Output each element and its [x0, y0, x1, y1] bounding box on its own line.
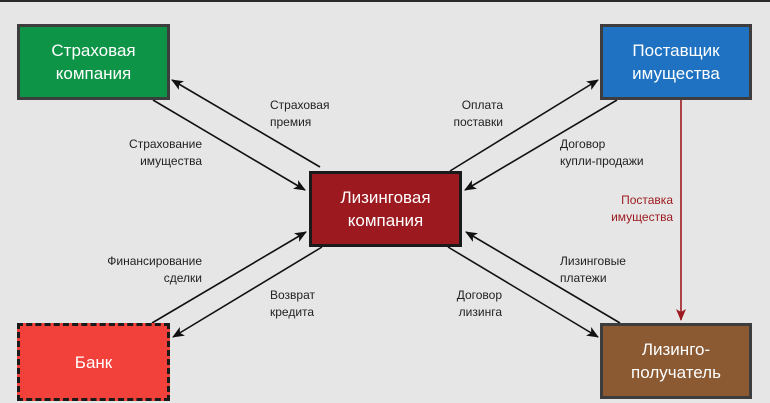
label-line: Поставка — [621, 193, 673, 207]
label-line: Договор — [456, 288, 502, 302]
node-label: компания — [347, 211, 424, 230]
label-line: сделки — [163, 271, 202, 285]
label-line: Оплата — [461, 98, 503, 112]
label-property-insurance: Страхование имущества — [110, 136, 202, 170]
node-label: Поставщик — [632, 41, 720, 60]
arrow-deal-financing — [151, 231, 307, 324]
node-label: Лизинго- — [641, 340, 711, 359]
node-property-supplier: Поставщик имущества — [600, 24, 752, 100]
label-line: платежи — [560, 271, 607, 285]
label-line: лизинга — [458, 305, 502, 319]
label-line: премия — [270, 115, 312, 129]
arrow-supply-payment — [449, 79, 599, 172]
label-line: Страховая — [270, 98, 330, 112]
arrow-leasing-contract — [447, 246, 599, 338]
label-line: Финансирование — [107, 254, 202, 268]
label-line: имущества — [140, 154, 202, 168]
node-label: компания — [55, 64, 132, 83]
label-property-delivery: Поставка имущества — [600, 192, 673, 226]
arrow-leasing-payments — [465, 231, 621, 324]
node-leasing-company: Лизинговая компания — [309, 171, 462, 247]
node-lessee: Лизинго- получатель — [600, 323, 752, 399]
label-deal-financing: Финансирование сделки — [90, 253, 202, 287]
label-line: Лизинговые — [560, 254, 626, 268]
label-line: кредита — [270, 305, 315, 319]
label-leasing-payments: Лизинговые платежи — [560, 253, 626, 287]
node-label: получатель — [631, 363, 721, 382]
label-supply-payment: Оплата поставки — [440, 97, 503, 131]
label-line: Договор — [560, 137, 606, 151]
node-label: Банк — [74, 352, 113, 372]
label-loan-repayment: Возврат кредита — [270, 287, 315, 321]
arrow-sale-contract — [464, 99, 618, 191]
label-line: Страхование — [129, 137, 202, 151]
label-sale-contract: Договор купли-продажи — [560, 136, 644, 170]
node-label: Страховая — [51, 41, 136, 60]
node-bank: Банк — [17, 323, 170, 401]
node-label: Лизинговая — [340, 188, 431, 207]
label-line: поставки — [453, 115, 503, 129]
label-leasing-contract: Договор лизинга — [440, 287, 502, 321]
node-insurance-company: Страховая компания — [17, 24, 170, 100]
label-insurance-premium: Страховая премия — [270, 97, 329, 131]
arrow-property-insurance — [152, 99, 306, 191]
node-label: имущества — [632, 64, 720, 83]
label-line: имущества — [611, 210, 673, 224]
label-line: купли-продажи — [560, 154, 644, 168]
top-border — [0, 0, 770, 2]
arrow-loan-repayment — [172, 246, 323, 338]
arrow-insurance-premium — [171, 79, 321, 168]
label-line: Возврат — [270, 288, 315, 302]
